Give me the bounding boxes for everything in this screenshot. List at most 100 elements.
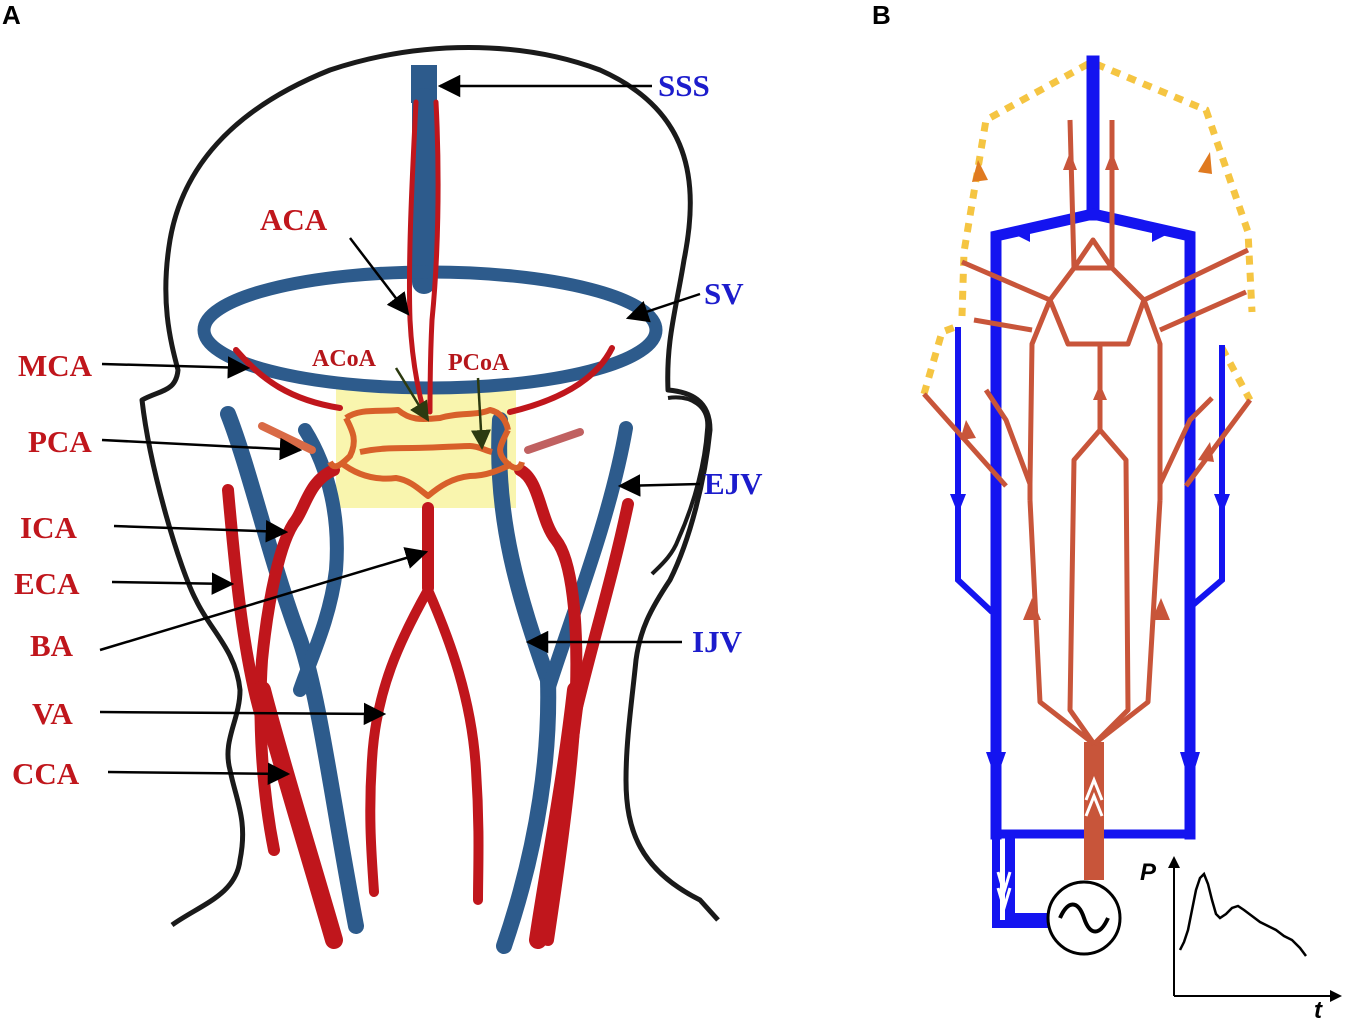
model-left-ejv <box>955 327 995 615</box>
pressure-plot-x-label: t <box>1314 997 1323 1024</box>
flow-arrow-left-sv <box>1010 224 1030 242</box>
pressure-source <box>1046 880 1122 956</box>
model-inflow <box>1084 742 1104 880</box>
flow-arrow-left-ejv <box>950 494 966 514</box>
flow-arrow-aca-right <box>1105 152 1119 170</box>
pcoa-arrow <box>470 377 491 450</box>
flow-arrow-right-sv <box>1152 224 1172 242</box>
acoa-arrow <box>394 367 430 422</box>
model-veins <box>955 55 1225 928</box>
label-sv: SV <box>704 276 744 311</box>
model-sv-left <box>990 207 1100 840</box>
sine-icon <box>1058 902 1110 934</box>
flow-arrow-mca-left <box>972 160 988 182</box>
dotted-top-right <box>1094 60 1256 313</box>
pressure-plot-y-arrowhead <box>1168 856 1180 868</box>
flow-arrow-inflow <box>1084 775 1104 817</box>
mca-arrow <box>101 356 251 379</box>
willis-bottom <box>338 459 514 499</box>
aca-left <box>406 99 427 415</box>
flow-arrow-right-eca <box>1198 442 1214 462</box>
aca-arrow <box>349 237 410 316</box>
flow-arrow-mca-right <box>1198 152 1212 174</box>
panel-b-letter: B <box>872 0 891 30</box>
label-pca: PCA <box>28 424 92 459</box>
dotted-left-lower <box>920 322 960 395</box>
model-outflow-left <box>992 830 1054 928</box>
flow-arrow-willis <box>1093 384 1107 400</box>
pca-arrow <box>101 437 303 461</box>
ejv-arrow <box>617 474 701 497</box>
dotted-boundary <box>920 60 1256 402</box>
willis-right <box>497 428 525 471</box>
ica-arrow <box>113 520 289 543</box>
flow-arrow-left-ica <box>1023 598 1041 620</box>
flow-arrows <box>950 152 1230 914</box>
sv-arrow <box>625 292 701 323</box>
model-eca-right <box>1183 398 1253 488</box>
flow-arrow-right-ejv <box>1214 494 1230 514</box>
left-ijv <box>220 406 364 934</box>
model-mca-left <box>961 259 1051 333</box>
pressure-waveform <box>1178 871 1307 957</box>
head-outline <box>139 45 720 928</box>
model-mca-right <box>1142 247 1250 333</box>
willis-top <box>344 407 511 431</box>
label-aca: ACA <box>260 202 328 237</box>
mca-right <box>507 345 615 415</box>
label-mca: MCA <box>18 348 93 383</box>
cca-arrow <box>107 762 291 786</box>
left-ijv-inner <box>293 423 344 697</box>
model-eca-left <box>922 392 1008 488</box>
pca-right-stub <box>524 428 584 454</box>
pressure-plot: P t <box>1140 856 1342 1024</box>
right-ejv <box>541 421 633 697</box>
flow-arrow-left-eca <box>960 420 976 440</box>
dotted-right-lower <box>1218 346 1254 402</box>
model-right-ica <box>1157 396 1214 500</box>
model-inner-branches <box>1067 427 1131 746</box>
model-arteries <box>922 119 1253 880</box>
ba-arrow <box>99 547 429 652</box>
model-left-ica <box>983 388 1033 500</box>
model-willis-links <box>1027 299 1163 485</box>
model-right-ejv <box>1189 345 1225 609</box>
model-sv-right <box>1086 207 1196 840</box>
model-aca <box>1067 119 1115 270</box>
label-acoa: ACoA <box>312 346 377 372</box>
label-va: VA <box>32 696 73 731</box>
label-cca: CCA <box>12 756 80 791</box>
flow-arrow-left-ijv <box>986 752 1006 780</box>
panel-b: B <box>872 0 1342 1024</box>
eca-arrow <box>111 572 235 595</box>
label-ijv: IJV <box>692 624 743 659</box>
willis-left <box>327 416 357 470</box>
label-eca: ECA <box>14 566 80 601</box>
flow-arrow-right-ijv <box>1180 752 1200 784</box>
pointer-arrows <box>99 74 701 786</box>
label-ba: BA <box>30 628 74 663</box>
panel-a-letter: A <box>2 0 21 30</box>
pressure-plot-x-arrowhead <box>1330 990 1342 1002</box>
right-ear-outline <box>650 395 710 576</box>
label-ejv: EJV <box>704 466 763 501</box>
va-right <box>423 585 484 905</box>
flow-arrow-right-ica <box>1152 598 1170 620</box>
label-ica: ICA <box>20 510 77 545</box>
pressure-plot-y-label: P <box>1140 859 1157 886</box>
flow-arrow-outflow <box>996 871 1012 914</box>
dotted-top-left <box>958 60 1090 317</box>
arteries <box>222 99 634 949</box>
model-bifurcation <box>1027 499 1163 746</box>
label-sss: SSS <box>658 68 710 103</box>
cca-right <box>529 681 585 949</box>
panel-a: A <box>2 0 763 954</box>
model-outflow <box>1005 833 1055 923</box>
va-arrow <box>99 702 387 726</box>
model-willis-hex <box>1047 265 1147 347</box>
flow-arrow-aca-left <box>1063 152 1077 170</box>
va-left <box>365 585 433 897</box>
cca-left <box>253 681 343 949</box>
ica-left <box>254 464 340 856</box>
